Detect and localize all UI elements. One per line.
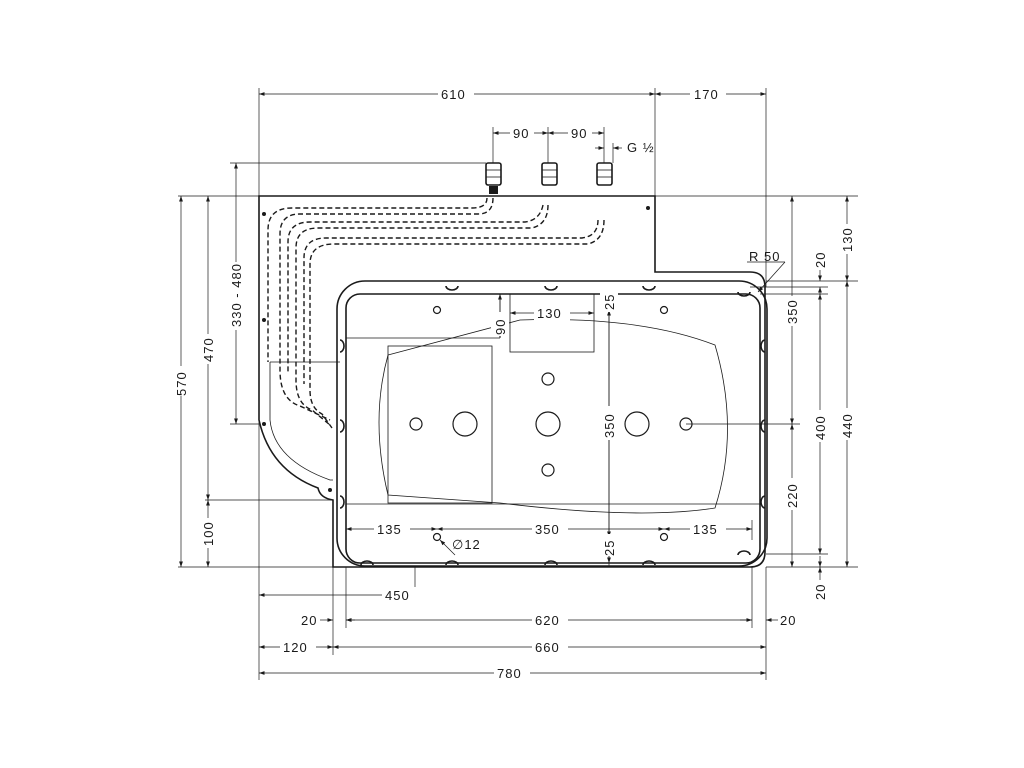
backrest-panel <box>387 345 493 504</box>
dim-610: 610 <box>441 87 466 102</box>
dim-350-inner-h: 350 <box>535 522 560 537</box>
dim-660: 660 <box>535 640 560 655</box>
dim-20-right-top: 20 <box>813 252 828 268</box>
pipe-fitting-3 <box>596 162 613 186</box>
dim-90-a: 90 <box>513 126 529 141</box>
dim-90-b: 90 <box>571 126 587 141</box>
dim-170: 170 <box>694 87 719 102</box>
rim-slots <box>339 285 766 566</box>
basin-floor <box>378 319 728 514</box>
pipe-fitting-1 <box>485 162 502 194</box>
dim-570: 570 <box>174 371 189 396</box>
outer-shell-outline <box>258 195 766 568</box>
dim-350-right: 350 <box>785 299 800 324</box>
supply-pipes <box>267 197 605 429</box>
dim-r50: R 50 <box>749 249 780 264</box>
dim-450: 450 <box>385 588 410 603</box>
dim-350-inner-v: 350 <box>602 413 617 438</box>
mounting-screws <box>262 206 650 492</box>
extension-lines <box>178 88 858 680</box>
overflow-panel <box>509 293 595 353</box>
dim-620: 620 <box>535 613 560 628</box>
shell-ledge <box>269 362 333 481</box>
dim-90-inner: 90 <box>493 319 508 335</box>
dim-100: 100 <box>201 521 216 546</box>
dim-20-bottom-right: 20 <box>780 613 796 628</box>
dim-130-inner: 130 <box>537 306 562 321</box>
dim-130-right: 130 <box>840 227 855 252</box>
dim-440-right: 440 <box>840 413 855 438</box>
dim-20-right-bottom: 20 <box>813 584 828 600</box>
dim-25-bottom: 25 <box>602 540 617 556</box>
dim-diameter: ∅12 <box>452 537 481 552</box>
dim-120: 120 <box>283 640 308 655</box>
dim-780: 780 <box>497 666 522 681</box>
dimension-labels: 610 170 90 90 G ½ R 50 330 - 480 470 570… <box>172 86 856 681</box>
dim-thread: G ½ <box>627 140 655 155</box>
dim-20-bottom-left: 20 <box>301 613 317 628</box>
dim-400-right: 400 <box>813 415 828 440</box>
pipe-fitting-2 <box>541 162 558 186</box>
dim-135-left: 135 <box>377 522 402 537</box>
dim-330-480: 330 - 480 <box>229 263 244 327</box>
jets <box>409 305 693 542</box>
dim-220-right: 220 <box>785 483 800 508</box>
dim-135-right: 135 <box>693 522 718 537</box>
dim-470: 470 <box>201 337 216 362</box>
dim-25-top: 25 <box>602 294 617 310</box>
basin-rim <box>336 280 768 567</box>
